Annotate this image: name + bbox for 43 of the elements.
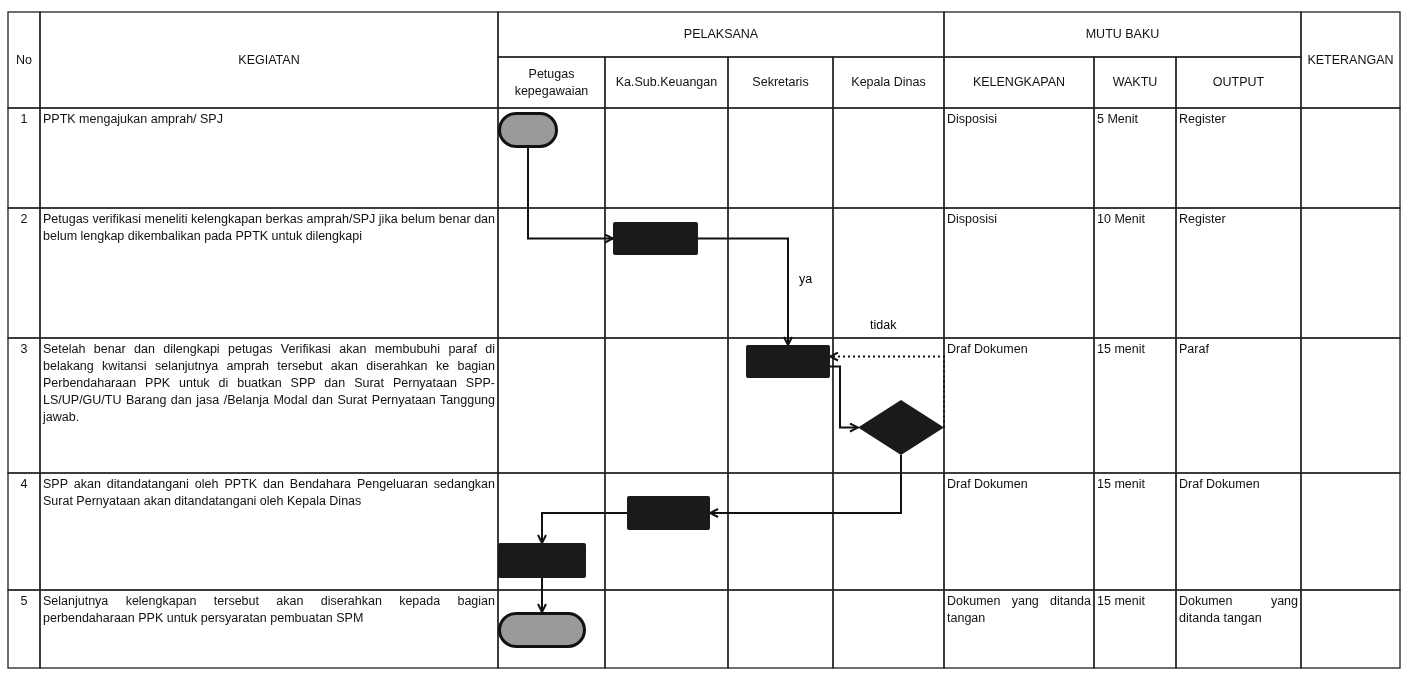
duration-text: 15 menit [1097, 594, 1145, 608]
duration-text: 15 menit [1097, 342, 1145, 356]
arrow [709, 454, 902, 518]
column-header: KEGIATAN [238, 51, 300, 69]
dotted-arrow [829, 351, 945, 429]
requirement-text: Draf Dokumen [947, 342, 1028, 356]
arrow [527, 147, 614, 244]
column-header: MUTU BAKU [1085, 26, 1160, 43]
requirement-text: Disposisi [947, 112, 997, 126]
output-text: Draf Dokumen [1179, 477, 1260, 491]
column-header: Kepala Dinas [851, 74, 926, 91]
column-header: Ka.Sub.Keuangan [615, 74, 718, 91]
activity-text: Selanjutnya kelengkapan tersebut akan diserahkan kepada bagian perbendaharaan PPK untuk persyaratan pembuatan SPM [43, 594, 495, 625]
column-header: Sekretaris [752, 74, 809, 91]
output-text: Dokumen yang ditanda tangan [1179, 594, 1298, 625]
column-header: WAKTU [1112, 74, 1158, 91]
arrow [829, 365, 859, 433]
column-header: No [16, 51, 32, 69]
row-number: 2 [20, 212, 28, 226]
output-text: Register [1179, 112, 1226, 126]
requirement-text: Draf Dokumen [947, 477, 1028, 491]
row-number: 1 [20, 112, 28, 126]
activity-text: Setelah benar dan dilengkapi petugas Verifikasi akan membubuhi paraf di belakang kwitansi selanjutnya amprah tersebut akan diserahkan ke bagian Perbendaharaan PPK untuk di buatkan SPP dan Surat Pernyataan SPP-LS/UP/GU/TU Barang dan jasa /Belanja Modal dan Surat Pernyataan Tanggung jawab. [43, 342, 495, 424]
duration-text: 10 Menit [1097, 212, 1145, 226]
activity-text: PPTK mengajukan amprah/ SPJ [43, 112, 223, 126]
output-text: Paraf [1179, 342, 1209, 356]
row-number: 5 [20, 594, 28, 608]
output-text: Register [1179, 212, 1226, 226]
column-header: PELAKSANA [683, 26, 759, 43]
column-header: KETERANGAN [1307, 51, 1394, 69]
row-number: 3 [20, 342, 28, 356]
column-header: OUTPUT [1212, 74, 1265, 91]
column-header: KELENGKAPAN [972, 74, 1066, 91]
row-number: 4 [20, 477, 28, 491]
activity-text: Petugas verifikasi meneliti kelengkapan berkas amprah/SPJ jika belum benar dan belum lengkap dikembalikan pada PPTK untuk dilengkapi [43, 212, 495, 243]
column-header: Petugas kepegawaian [513, 65, 590, 100]
requirement-text: Dokumen yang ditanda tangan [947, 594, 1091, 625]
arrow [697, 237, 793, 346]
requirement-text: Disposisi [947, 212, 997, 226]
arrow [537, 577, 547, 613]
arrow [537, 512, 628, 544]
duration-text: 15 menit [1097, 477, 1145, 491]
duration-text: 5 Menit [1097, 112, 1138, 126]
